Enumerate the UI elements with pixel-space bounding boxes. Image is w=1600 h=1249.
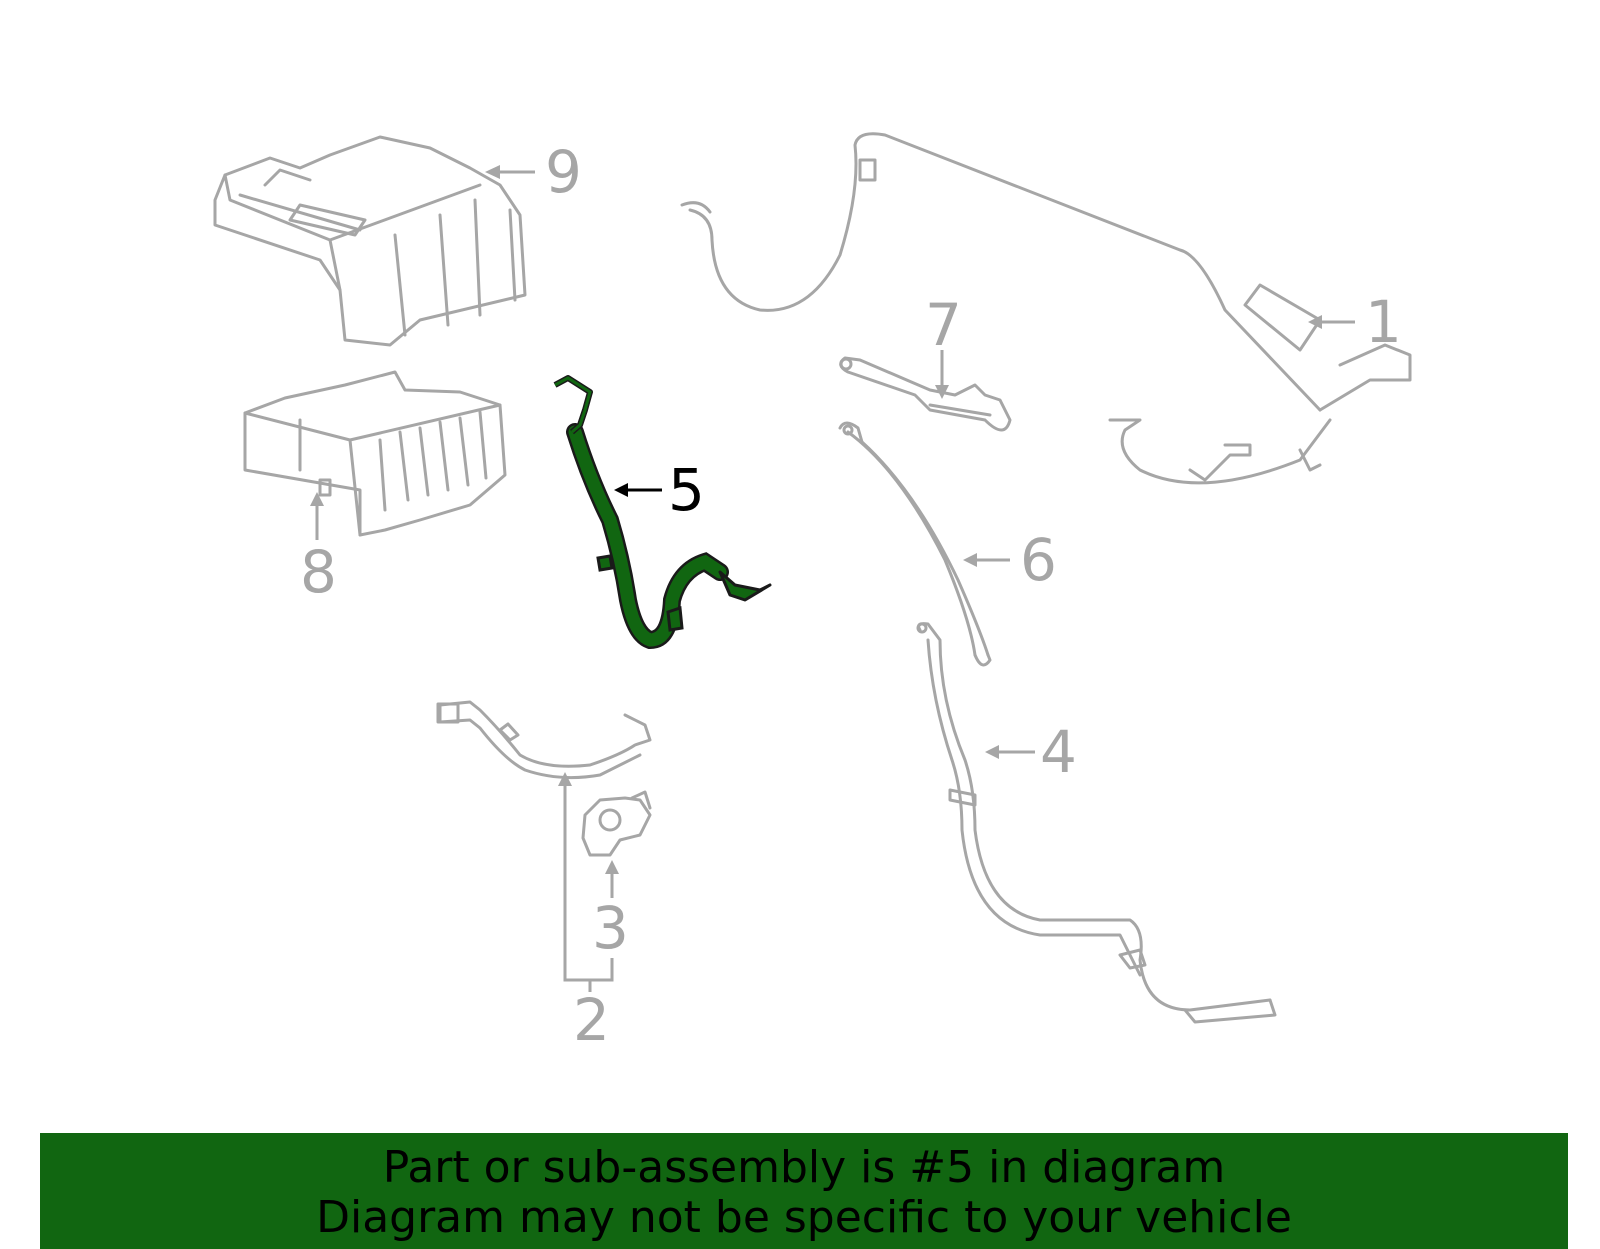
callout-3: 3 (592, 894, 629, 962)
callout-1: 1 (1365, 288, 1402, 356)
arrow-7 (935, 385, 949, 399)
arrow-8 (310, 492, 324, 506)
callout-4: 4 (1040, 718, 1077, 786)
part-5-cable-highlighted[interactable] (553, 375, 772, 650)
banner-line-2: Diagram may not be specific to your vehi… (316, 1192, 1292, 1243)
callout-6: 6 (1020, 526, 1057, 594)
callout-2: 2 (573, 986, 610, 1054)
part-6-strap[interactable] (838, 421, 992, 667)
part-1-harness[interactable] (680, 132, 1412, 485)
callout-8: 8 (300, 538, 337, 606)
part-7-bracket[interactable] (839, 356, 1012, 432)
part-3-sensor[interactable] (581, 790, 652, 857)
arrow-3 (605, 860, 619, 874)
part-8-fuse-block[interactable] (243, 370, 507, 537)
banner-line-1: Part or sub-assembly is #5 in diagram (382, 1142, 1226, 1193)
arrow-9 (485, 165, 500, 179)
part-4-cable[interactable] (916, 622, 1277, 1024)
callout-7: 7 (925, 291, 962, 359)
arrow-6 (963, 553, 977, 567)
part-9-cover[interactable] (213, 135, 527, 347)
arrow-1 (1308, 315, 1322, 329)
callout-5: 5 (668, 456, 705, 524)
info-banner: Part or sub-assembly is #5 in diagram Di… (40, 1133, 1568, 1249)
arrow-5 (614, 483, 628, 497)
parts-diagram: 9 8 1 7 (213, 132, 1412, 1054)
arrow-2 (558, 772, 572, 786)
part-2-cable[interactable] (436, 700, 652, 780)
callout-9: 9 (545, 138, 582, 206)
arrow-4 (985, 745, 999, 759)
